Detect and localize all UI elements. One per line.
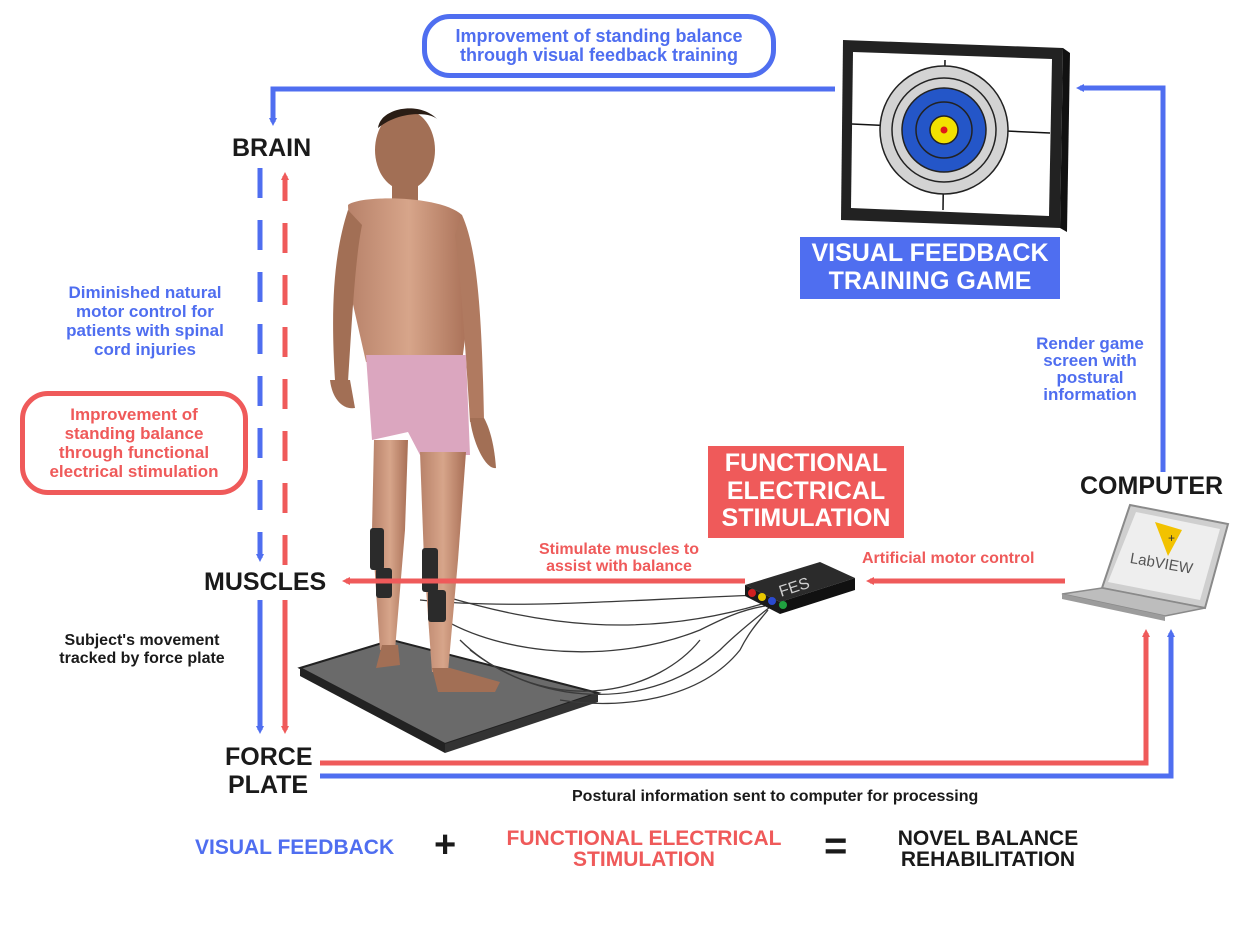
movement-line2: tracked by force plate: [59, 649, 225, 667]
force-plate-label-line2: PLATE: [228, 771, 309, 799]
diminished-line3: patients with spinal: [66, 321, 224, 341]
fes-led-blue: [768, 597, 776, 605]
equation-term-visual-feedback: VISUAL FEEDBACK: [195, 836, 395, 859]
cable-lines: [419, 594, 771, 705]
vf-game-line1: VISUAL FEEDBACK: [811, 239, 1049, 267]
vf-improvement-line2: through visual feedback training: [459, 44, 739, 65]
stimulate-annotation: Stimulate muscles to assist with balance: [506, 541, 732, 576]
computer-label: COMPUTER: [1080, 472, 1224, 500]
fes-led-yellow: [758, 593, 766, 601]
vf-game-line2: TRAINING GAME: [828, 266, 1032, 295]
fes-box-line2: ELECTRICAL: [726, 476, 886, 505]
equation-result: NOVEL BALANCE REHABILITATION: [888, 828, 1088, 870]
arrow-computer-to-monitor: [1076, 84, 1166, 472]
movement-line1: Subject's movement: [64, 632, 220, 649]
human-figure: [330, 108, 500, 692]
render-line3: postural: [1056, 368, 1124, 387]
connection-arrows: [256, 84, 1175, 779]
target-icon: [879, 65, 1009, 195]
fes-led-red: [748, 589, 756, 597]
render-line1: Render game: [1036, 334, 1144, 353]
diminished-control-annotation: Diminished natural motor control for pat…: [44, 283, 246, 359]
movement-tracked-annotation: Subject's movement tracked by force plat…: [32, 632, 252, 668]
visual-feedback-improvement-callout: Improvement of standing balance through …: [422, 14, 776, 78]
equation-plus-icon: +: [434, 824, 457, 866]
arrow-game-to-brain: [269, 86, 835, 126]
visual-feedback-game-box: VISUAL FEEDBACK TRAINING GAME: [800, 237, 1060, 299]
equation-fes-line1: FUNCTIONAL ELECTRICAL: [506, 827, 782, 850]
artificial-control-annotation: Artificial motor control: [862, 550, 1035, 567]
postural-info-annotation: Postural information sent to computer fo…: [572, 788, 979, 805]
diminished-line4: cord injuries: [93, 340, 197, 360]
render-line4: information: [1043, 385, 1137, 404]
equation-fes-line2: STIMULATION: [573, 848, 715, 871]
arrow-plate-to-computer-blue: [320, 629, 1175, 779]
equation-result-line1: NOVEL BALANCE: [897, 827, 1079, 850]
muscles-label: MUSCLES: [204, 568, 327, 596]
fes-improvement-line4: electrical stimulation: [49, 462, 219, 482]
equation-equals-icon: =: [824, 824, 848, 868]
laptop-illustration: + LabVIEW: [1061, 503, 1230, 621]
stimulate-line2: assist with balance: [546, 557, 692, 575]
fes-box-line3: STIMULATION: [721, 504, 891, 532]
render-line2: screen with: [1043, 351, 1137, 370]
equation-result-line2: REHABILITATION: [900, 848, 1076, 871]
fes-device: FES: [745, 562, 855, 614]
diminished-line2: motor control for: [76, 302, 214, 322]
fes-box: FUNCTIONAL ELECTRICAL STIMULATION: [708, 446, 904, 538]
diminished-line1: Diminished natural: [68, 283, 222, 302]
monitor-illustration: [841, 40, 1070, 232]
svg-text:+: +: [1168, 531, 1175, 545]
fes-improvement-callout: Improvement of standing balance through …: [20, 391, 248, 495]
stimulate-line1: Stimulate muscles to: [538, 541, 700, 558]
fes-improvement-line3: through functional: [58, 443, 210, 463]
force-plate-label-line1: FORCE: [225, 743, 313, 771]
fes-box-line1: FUNCTIONAL: [724, 449, 888, 477]
vf-improvement-line1: Improvement of standing balance: [455, 26, 743, 46]
render-game-annotation: Render game screen with postural informa…: [1020, 335, 1160, 403]
arrow-plate-to-computer-red: [320, 629, 1150, 766]
fes-led-green: [779, 601, 787, 609]
fes-improvement-line2: standing balance: [64, 424, 204, 444]
equation-term-fes: FUNCTIONAL ELECTRICAL STIMULATION: [494, 828, 794, 870]
brain-label: BRAIN: [232, 134, 312, 162]
fes-improvement-line1: Improvement of: [70, 405, 198, 424]
